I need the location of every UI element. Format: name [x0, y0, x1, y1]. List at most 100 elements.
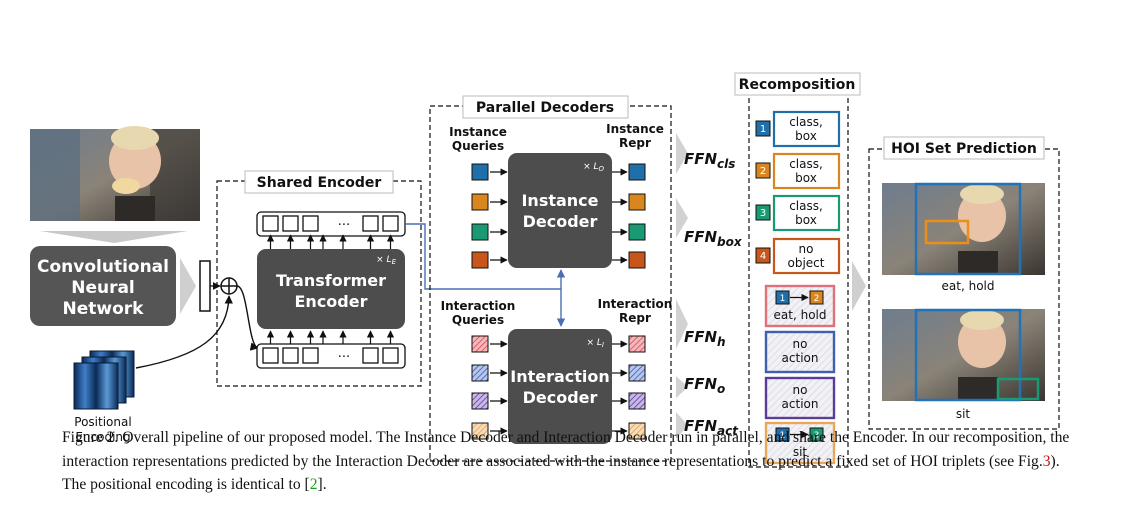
- cnn-block: Convolutional Neural Network: [30, 246, 176, 326]
- interaction-query-token: [471, 392, 489, 410]
- interaction-decoder-label-2: Decoder: [523, 388, 598, 407]
- interaction-repr-label-1: Interaction: [598, 297, 673, 311]
- interaction-query-token: [471, 422, 489, 440]
- encoder-to-decoder-link: [405, 223, 566, 327]
- add-operator-icon: [220, 277, 238, 295]
- recomp-instance-index-badge: [755, 247, 771, 264]
- caption-fig-ref-link[interactable]: 3: [1042, 452, 1051, 470]
- caption-text-3: ].: [317, 476, 327, 493]
- recomp-object-index: 2: [814, 294, 820, 304]
- svg-text:× LO: × LO: [583, 162, 604, 173]
- ffn-label-box: FFNbox: [684, 228, 743, 249]
- transformer-label-1: Transformer: [276, 271, 386, 290]
- recomp-instance-text: box: [795, 213, 817, 227]
- interaction-repr-label-2: Repr: [619, 311, 651, 325]
- instance-repr-token: [628, 193, 646, 211]
- encoder-repeat: × L: [376, 255, 391, 265]
- ffn-chevron: [676, 198, 688, 238]
- shared-encoder-title: Shared Encoder: [257, 175, 382, 191]
- ffn-label-cls: FFNcls: [684, 150, 735, 171]
- instance-queries-label-1: Instance: [449, 125, 507, 139]
- recomp-human-index: 1: [780, 431, 786, 441]
- svg-text:× LI: × LI: [587, 338, 605, 349]
- recomp-instance-index: 4: [760, 251, 766, 262]
- interaction-queries-label-2: Queries: [452, 313, 504, 327]
- recomp-instance-index-badge: [755, 120, 771, 137]
- encoder-input-token: [382, 347, 399, 364]
- hoi-image-eat-hold: [882, 182, 1045, 276]
- instance-repr-token: [628, 163, 646, 181]
- transformer-label-2: Encoder: [295, 292, 368, 311]
- instance-query-token: [471, 223, 489, 241]
- ffn-chevron: [676, 299, 688, 349]
- recomp-interaction-label: eat, hold: [774, 308, 827, 322]
- figure-caption: Figure 2. Overall pipeline of our propos…: [62, 426, 1072, 497]
- recomp-instance-text: no: [799, 242, 814, 256]
- recomp-instance-index: 1: [760, 124, 766, 135]
- interaction-repr-token: [628, 364, 646, 382]
- recomp-interaction-text: no: [793, 337, 808, 351]
- recomp-interaction-box: [764, 330, 836, 374]
- recomp-instance-text: box: [795, 129, 817, 143]
- encoder-input-token: [282, 347, 299, 364]
- recomp-instance-box: [772, 110, 841, 148]
- input-image: [30, 126, 200, 221]
- instance-query-token: [471, 193, 489, 211]
- interaction-queries-label-1: Interaction: [441, 299, 516, 313]
- instance-repr-label-2: Repr: [619, 136, 651, 150]
- encoder-output-token: [262, 215, 279, 232]
- recomp-instance-text: class,: [789, 157, 823, 171]
- feature-map: [199, 260, 211, 312]
- caption-text-2: ). The positional encoding is identical …: [62, 452, 1060, 494]
- positional-encoding-label-1: Positional: [74, 415, 131, 429]
- encoder-bottom-ellipsis: ···: [338, 350, 350, 365]
- recomp-instance-box: [772, 152, 841, 190]
- recomp-human-index: 1: [780, 294, 786, 304]
- positional-encoding-icon: [73, 350, 135, 410]
- caption-citation-link[interactable]: 2: [309, 476, 318, 493]
- recomp-instance-index: 3: [760, 208, 766, 219]
- recomp-interaction-label: sit: [793, 445, 808, 459]
- recomp-instance-box: [772, 194, 841, 232]
- instance-queries-label-2: Queries: [452, 139, 504, 153]
- recomp-object-index: 3: [814, 431, 820, 441]
- recomp-instance-text: class,: [789, 115, 823, 129]
- recomp-instance-text: box: [795, 171, 817, 185]
- instance-decoder-label-2: Decoder: [523, 212, 598, 231]
- recomp-instance-text: object: [788, 256, 825, 270]
- ffn-chevron: [676, 412, 688, 439]
- recomp-instance-text: class,: [789, 199, 823, 213]
- instance-repr-token: [628, 223, 646, 241]
- instance-repeat-sub: O: [598, 165, 604, 173]
- instance-repr-label-1: Instance: [606, 122, 664, 136]
- encoder-output-token: [362, 215, 379, 232]
- recomp-object-badge: [809, 290, 824, 305]
- encoder-input-token: [262, 347, 279, 364]
- encoder-output-token: [302, 215, 319, 232]
- ffn-chevron: [676, 376, 688, 398]
- hoi-label-sit: sit: [956, 407, 971, 421]
- recomp-human-badge: [775, 290, 790, 305]
- down-arrow: [40, 231, 188, 243]
- encoder-output-token: [382, 215, 399, 232]
- encoder-repeat-sub: E: [392, 258, 397, 266]
- instance-query-token: [471, 251, 489, 269]
- pe-to-plus-curve: [135, 295, 234, 369]
- instance-repr-token: [628, 251, 646, 269]
- cnn-label-3: Network: [63, 299, 145, 319]
- encoder-top-ellipsis: ···: [338, 218, 350, 233]
- encoder-output-token: [282, 215, 299, 232]
- interaction-query-token: [471, 364, 489, 382]
- svg-text:× LE: × LE: [376, 255, 396, 266]
- recomp-interaction-text: action: [782, 397, 819, 411]
- parallel-decoders-title: Parallel Decoders: [476, 100, 614, 116]
- interaction-repr-token: [628, 422, 646, 440]
- recomposition-output-arrow: [852, 261, 866, 311]
- interaction-repr-token: [628, 335, 646, 353]
- recomp-interaction-box: [764, 376, 836, 420]
- hoi-image-sit: [882, 308, 1045, 402]
- recomp-instance-index-badge: [755, 204, 771, 221]
- recomp-instance-box: [772, 237, 841, 275]
